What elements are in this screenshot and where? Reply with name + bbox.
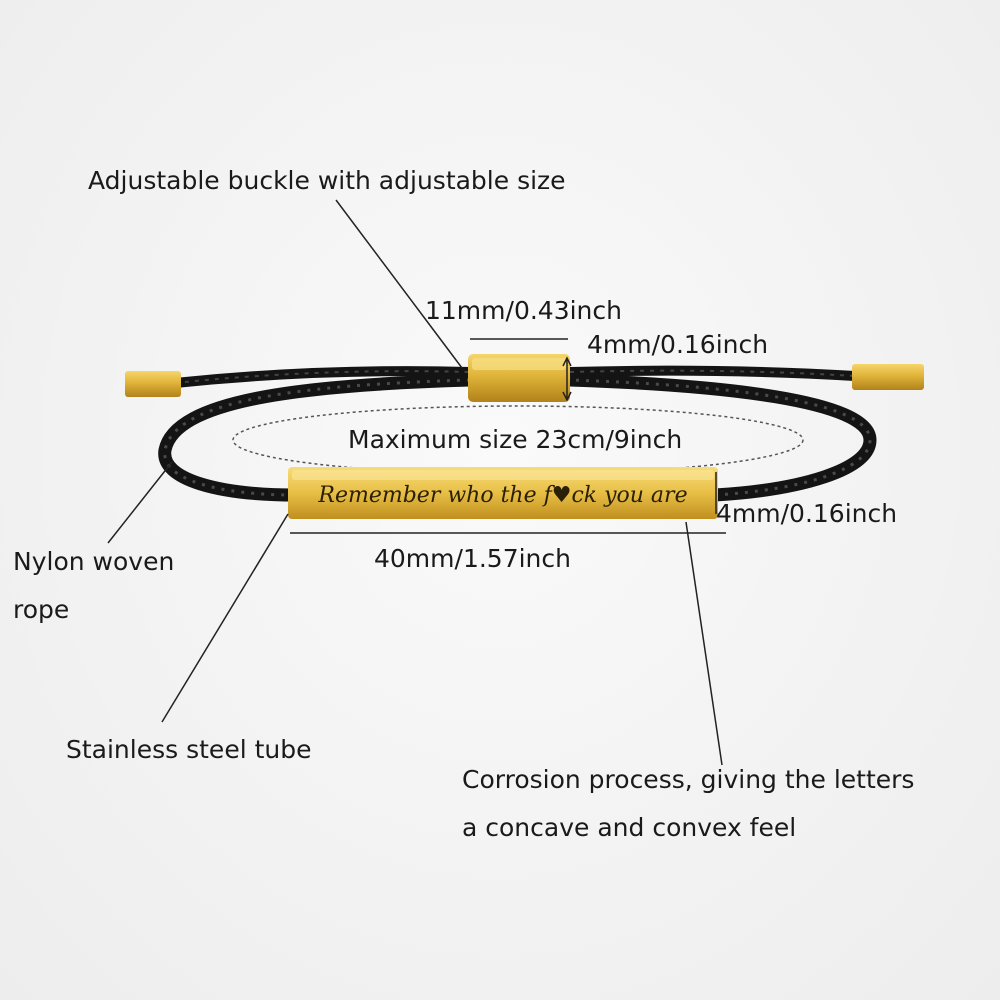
max-size-ellipse: [232, 405, 804, 475]
rope-label-line1: Nylon woven: [13, 547, 175, 576]
rope-leader: [107, 461, 173, 544]
max-size-label: Maximum size 23cm/9inch: [348, 425, 683, 454]
tube-label: Stainless steel tube: [66, 735, 312, 764]
corrosion-label-line1: Corrosion process, giving the letters: [462, 765, 915, 794]
tube-leader: [161, 513, 289, 723]
rope-label-line2: rope: [13, 595, 70, 624]
buckle-length-label: 11mm/0.43inch: [425, 296, 622, 325]
engraving-text: Remember who the f♥ck you are: [317, 483, 687, 508]
end-cap-left: [125, 371, 181, 397]
end-cap-right: [852, 364, 924, 390]
cord-left-tail: [174, 366, 471, 388]
corrosion-label-line2: a concave and convex feel: [462, 813, 797, 842]
buckle-height-label: 4mm/0.16inch: [587, 330, 769, 359]
buckle-leader: [335, 199, 463, 369]
tube-length-label: 40mm/1.57inch: [374, 544, 571, 573]
buckle-label: Adjustable buckle with adjustable size: [88, 166, 566, 195]
corrosion-leader: [685, 521, 723, 766]
tube-height-label: 4mm/0.16inch: [716, 499, 898, 528]
